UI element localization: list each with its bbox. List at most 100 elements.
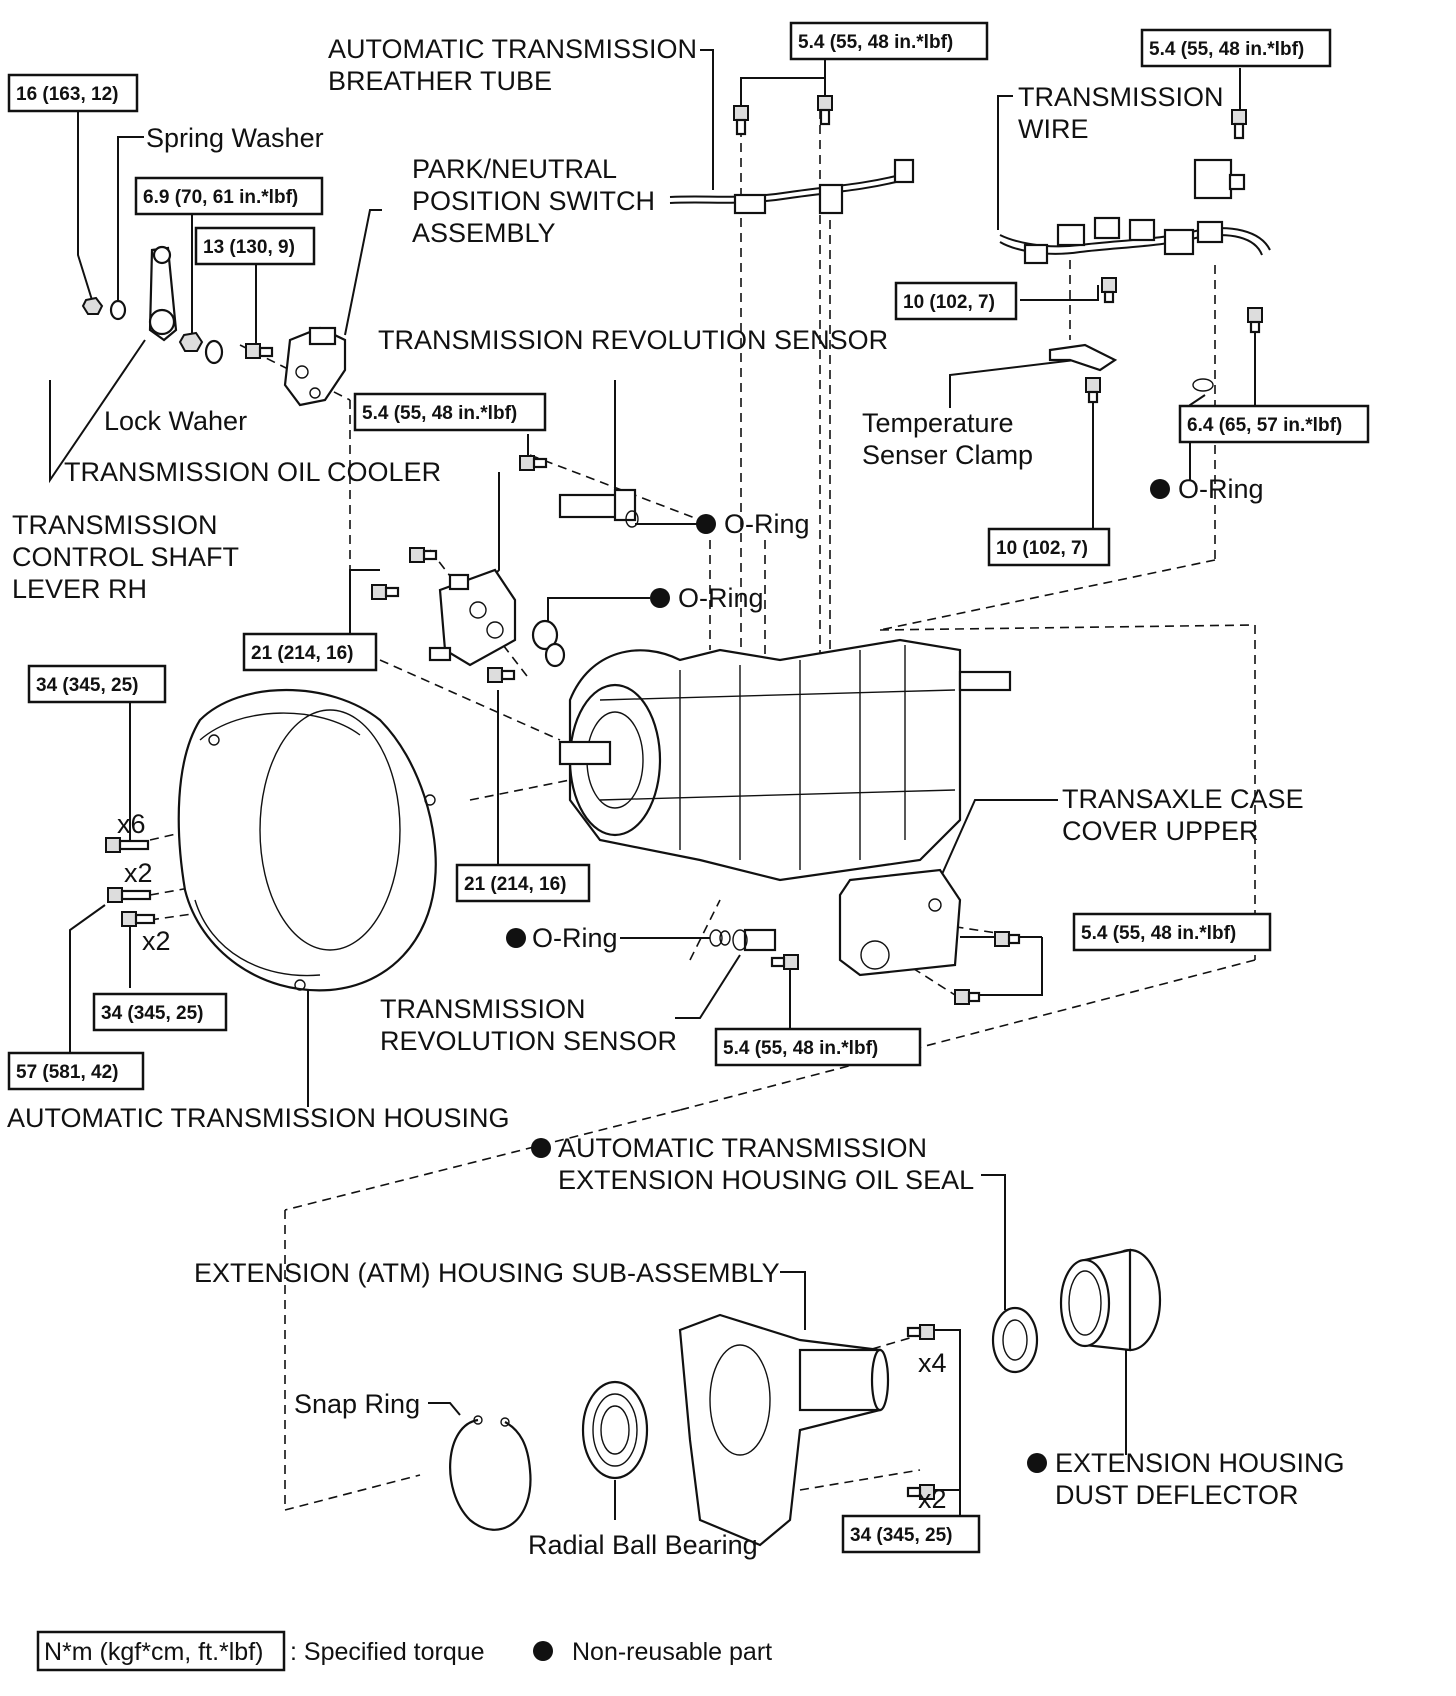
torque-wire-bolt-top: 5.4 (55, 48 in.*lbf) [1140,28,1332,68]
torque-wire-bolt-left: 10 (102, 7) [894,281,1018,321]
park-neutral-label-3: ASSEMBLY [412,218,556,248]
oil-cooler-label: TRANSMISSION OIL COOLER [64,457,441,487]
park-neutral-switch [283,326,347,407]
transaxle-cover-label-2: COVER UPPER [1062,816,1259,846]
extension-housing-oil-seal [991,1306,1039,1374]
oil-seal-label-1: AUTOMATIC TRANSMISSION [558,1133,927,1163]
legend-non-reusable-text: Non-reusable part [572,1638,772,1666]
torque-wire-bolt-right: 6.4 (65, 57 in.*lbf) [1178,404,1370,444]
x6-label: x6 [117,809,146,839]
torque-housing-bolt-large: 57 (581, 42) [7,1051,145,1091]
torque-sensor-bolt-top: 5.4 (55, 48 in.*lbf) [353,392,547,432]
torque-cover-bolt: 5.4 (55, 48 in.*lbf) [1072,912,1272,952]
non-reusable-dot-dust-deflector [1027,1453,1047,1473]
temp-clamp-label-2: Senser Clamp [862,440,1033,470]
switch-bolt [245,343,274,359]
torque-cooler-bolt-upper: 21 (214, 16) [242,632,378,672]
torque-clamp-bolt-text: 10 (102, 7) [996,538,1088,559]
revolution-sensor-bottom-label-1: TRANSMISSION [380,994,586,1024]
dust-deflector-label-1: EXTENSION HOUSING [1055,1448,1345,1478]
transaxle-case-cover-upper [838,868,1021,1005]
transmission-wire-label-1: TRANSMISSION [1018,82,1224,112]
temp-clamp-label-1: Temperature [862,408,1014,438]
park-neutral-label-1: PARK/NEUTRAL [412,154,617,184]
o-ring-label-bottom: O-Ring [532,923,618,953]
spring-washer-part [109,299,127,321]
torque-housing-bolt-large-text: 57 (581, 42) [16,1062,118,1083]
snap-ring-label: Snap Ring [294,1389,420,1419]
o-ring-label-cooler: O-Ring [678,583,764,613]
housing-bolts [105,837,156,927]
torque-lever-nut: 16 (163, 12) [7,73,139,113]
park-neutral-label-2: POSITION SWITCH [412,186,655,216]
x2-label-extension: x2 [918,1484,947,1514]
spring-washer-label: Spring Washer [146,123,324,153]
x2-label-upper: x2 [124,858,153,888]
torque-extension-bolt-text: 34 (345, 25) [850,1525,952,1546]
revolution-sensor-top [519,455,639,528]
revolution-sensor-bottom [719,928,799,970]
automatic-transmission-housing [177,689,437,992]
extension-bolts [906,1324,935,1500]
torque-breather-bolt-text: 5.4 (55, 48 in.*lbf) [798,32,953,53]
cooler-bolts [371,547,516,683]
extension-housing [678,1313,890,1547]
torque-breather-bolt: 5.4 (55, 48 in.*lbf) [789,21,989,61]
torque-wire-bolt-top-text: 5.4 (55, 48 in.*lbf) [1149,39,1304,60]
torque-sensor-bolt-bottom-text: 5.4 (55, 48 in.*lbf) [723,1038,878,1059]
x4-label: x4 [918,1348,947,1378]
legend-unit-box [36,1630,286,1672]
non-reusable-dot-sensor-o-ring [696,514,716,534]
transmission-oil-cooler [428,568,566,668]
dust-deflector-label-2: DUST DEFLECTOR [1055,1480,1299,1510]
breather-tube-label-1: AUTOMATIC TRANSMISSION [328,34,697,64]
leader-lines [49,49,1256,1548]
revolution-sensor-bottom-label-2: REVOLUTION SENSOR [380,1026,677,1056]
torque-housing-bolt-x2: 34 (345, 25) [92,992,228,1032]
torque-lever-nut-text: 16 (163, 12) [16,84,118,105]
torque-switch-bolt: 13 (130, 9) [194,226,316,266]
torque-wire-bolt-left-text: 10 (102, 7) [903,292,995,313]
revolution-sensor-top-label: TRANSMISSION REVOLUTION SENSOR [378,325,888,355]
legend-unit-text: N*m (kgf*cm, ft.*lbf) [44,1638,263,1666]
legend-non-reusable-dot [533,1641,553,1661]
transmission-wire-label-2: WIRE [1018,114,1089,144]
transmission-case [558,638,1012,882]
radial-ball-bearing-part [581,1380,649,1480]
switch-nut [178,331,204,352]
o-ring-label-sensor: O-Ring [724,509,810,539]
transaxle-cover-label-1: TRANSAXLE CASE [1062,784,1304,814]
torque-housing-bolt-x6: 34 (345, 25) [27,664,167,704]
torque-switch-bolt-text: 13 (130, 9) [203,237,295,258]
lock-washer-label: Lock Waher [104,406,247,436]
wire-o-ring [1192,378,1214,392]
non-reusable-dot-bottom-o-ring [506,928,526,948]
non-reusable-dot-oil-seal [531,1138,551,1158]
o-ring-label-wire: O-Ring [1178,474,1264,504]
wire-bolts [1085,109,1263,404]
control-lever-label-3: LEVER RH [12,574,147,604]
radial-ball-bearing-label: Radial Ball Bearing [528,1530,758,1560]
torque-sensor-bolt-bottom: 5.4 (55, 48 in.*lbf) [714,1027,922,1067]
non-reusable-dot-cooler-o-ring [650,588,670,608]
breather-tube [669,158,915,215]
torque-switch-nut-text: 6.9 (70, 61 in.*lbf) [143,187,298,208]
temperature-sensor-clamp [1048,343,1118,372]
control-lever-label-2: CONTROL SHAFT [12,542,239,572]
torque-extension-bolt: 34 (345, 25) [841,1514,981,1554]
torque-cover-bolt-text: 5.4 (55, 48 in.*lbf) [1081,923,1236,944]
non-reusable-dot-wire-o-ring [1150,479,1170,499]
torque-cooler-bolt-upper-text: 21 (214, 16) [251,643,353,664]
housing-label: AUTOMATIC TRANSMISSION HOUSING [7,1103,510,1133]
control-shaft-lever [148,245,178,342]
snap-ring-part [449,1415,532,1531]
torque-cooler-bolt-lower: 21 (214, 16) [455,863,591,903]
torque-housing-bolt-x2-text: 34 (345, 25) [101,1003,203,1024]
bottom-o-ring [709,929,723,947]
legend-specified-torque: : Specified torque [290,1638,485,1666]
torque-housing-bolt-x6-text: 34 (345, 25) [36,675,138,696]
torque-sensor-bolt-top-text: 5.4 (55, 48 in.*lbf) [362,403,517,424]
extension-housing-dust-deflector [1059,1248,1162,1352]
lock-washer-part [204,339,224,365]
